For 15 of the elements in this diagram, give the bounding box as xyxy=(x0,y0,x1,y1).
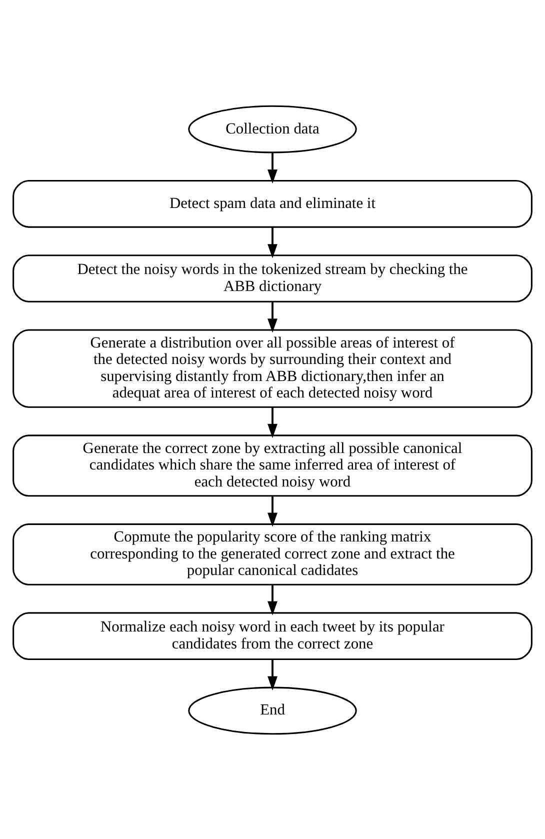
arrow xyxy=(268,406,278,438)
node-box: Copmute the popularity score of the ranking matrix corresponding to the generated correct zone and extract the popular canonical cadidates xyxy=(12,522,532,585)
node-ellipse: Collection data xyxy=(188,104,357,153)
node-ellipse: End xyxy=(188,686,357,734)
arrow xyxy=(268,496,278,526)
arrow xyxy=(268,658,278,690)
arrow xyxy=(268,152,278,184)
node-box: Normalize each noisy word in each tweet by its popular candidates from the correct zone xyxy=(12,612,532,660)
arrow xyxy=(268,301,278,332)
arrow xyxy=(268,226,278,258)
node-box: Generate a distribution over all possible areas of interest of the detected noisy words by surrounding their context and supervising distantly from ABB dictionary,then infer an adequat area of interest of each detected noisy word xyxy=(12,328,532,408)
node-box: Detect spam data and eliminate it xyxy=(12,179,532,228)
node-box: Detect the noisy words in the tokenized stream by checking the ABB dictionary xyxy=(12,254,532,302)
node-box: Generate the correct zone by extracting all possible canonical candidates which share the same inferred area of interest of each detected noisy word xyxy=(12,434,532,496)
arrow xyxy=(268,584,278,615)
